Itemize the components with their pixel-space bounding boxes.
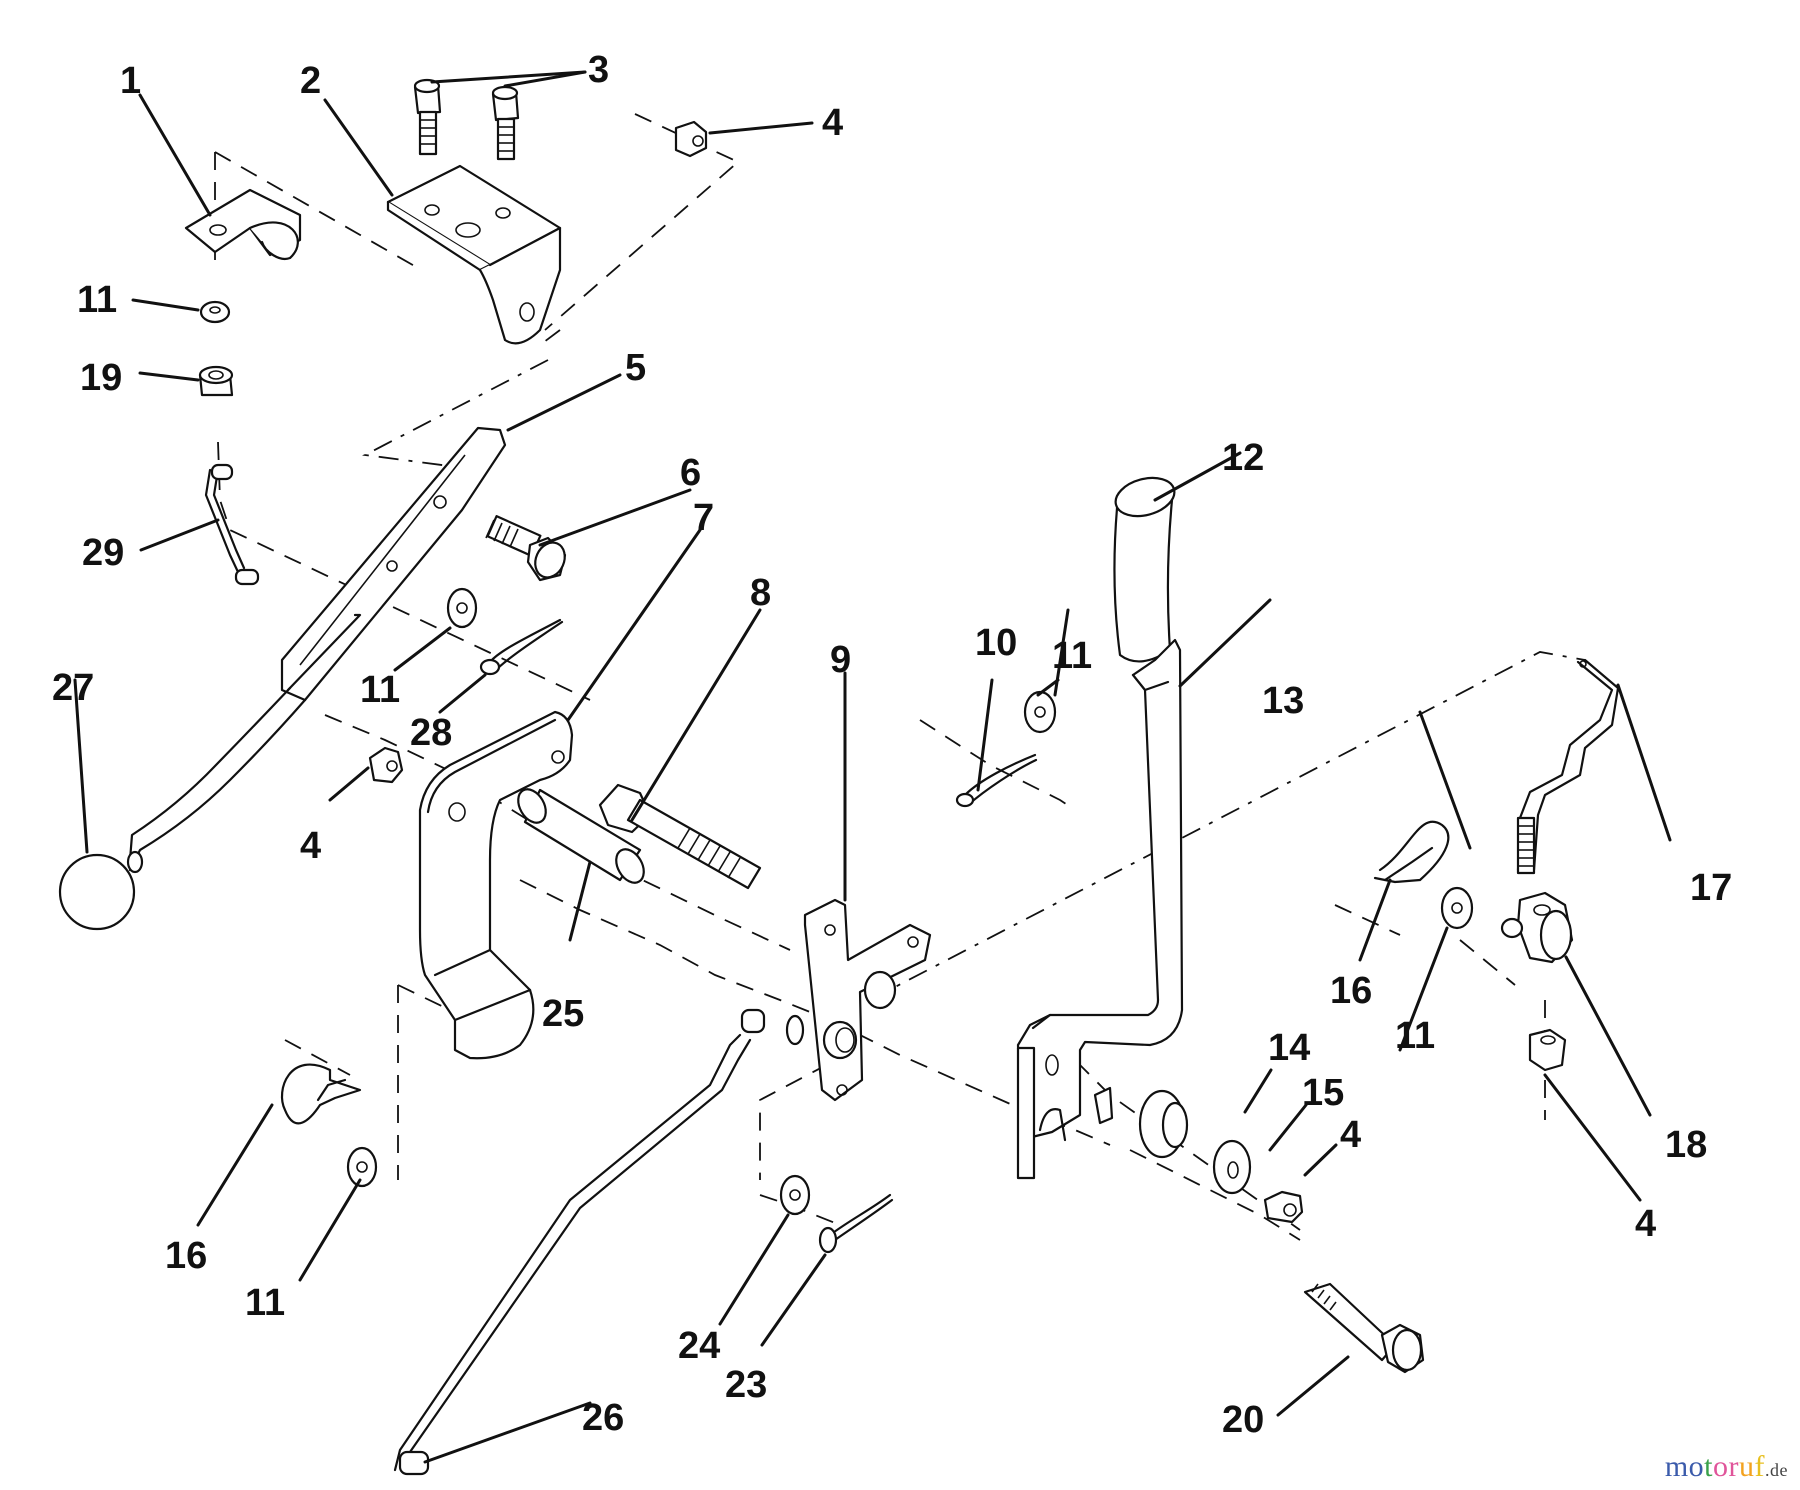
- callout-16-right: 16: [1330, 970, 1372, 1012]
- callout-24: 24: [678, 1325, 720, 1367]
- callout-2: 2: [300, 60, 321, 102]
- part-17-adjustment-rod[interactable]: [1516, 658, 1620, 875]
- watermark-letter: u: [1739, 1450, 1755, 1483]
- part-7-lift-plate[interactable]: [418, 710, 574, 1060]
- callout-11-lower-left: 11: [245, 1282, 285, 1324]
- part-25-spacer-tube[interactable]: [513, 784, 650, 887]
- callout-4-top: 4: [822, 102, 843, 144]
- callout-4-right: 4: [1340, 1114, 1361, 1156]
- watermark-suffix: .de: [1765, 1460, 1788, 1480]
- callout-1: 1: [120, 60, 141, 102]
- callout-12: 12: [1222, 437, 1264, 479]
- callout-9: 9: [830, 639, 851, 681]
- part-11-washer-right[interactable]: [1440, 886, 1474, 930]
- part-15-washer[interactable]: [1212, 1139, 1252, 1195]
- watermark-letter: r: [1728, 1450, 1739, 1483]
- part-26-link-rod[interactable]: [393, 1008, 766, 1476]
- part-27-ball[interactable]: [58, 853, 136, 931]
- leader-lines: [73, 70, 1672, 1464]
- part-11-washer-top-left[interactable]: [199, 300, 231, 324]
- callout-17: 17: [1690, 867, 1732, 909]
- part-29-link-pin[interactable]: [204, 463, 260, 586]
- part-3-hex-bolt-left[interactable]: [413, 78, 442, 156]
- watermark-letter: t: [1704, 1450, 1713, 1483]
- part-11-washer-mid[interactable]: [446, 587, 478, 629]
- part-14-bushing[interactable]: [1138, 1089, 1189, 1159]
- part-16-hairpin-clip-right[interactable]: [1373, 820, 1450, 884]
- callout-4-left: 4: [300, 825, 321, 867]
- callout-5: 5: [625, 347, 646, 389]
- part-1-clip-bracket[interactable]: [184, 188, 302, 260]
- callout-10: 10: [975, 622, 1017, 664]
- callout-6: 6: [680, 452, 701, 494]
- part-18-trunnion[interactable]: [1500, 891, 1574, 964]
- assembly-axis-lines: [214, 113, 1586, 1241]
- callout-11-upper-right: 11: [1052, 635, 1092, 677]
- part-5-lift-link-bar[interactable]: [126, 426, 507, 874]
- callout-7: 7: [693, 497, 714, 539]
- part-8-long-bolt[interactable]: [598, 783, 762, 890]
- part-24-washer[interactable]: [779, 1174, 811, 1216]
- part-4-hex-nut-lower-right[interactable]: [1528, 1028, 1567, 1072]
- part-16-hairpin-clip-left[interactable]: [280, 1063, 362, 1125]
- watermark-letter: f: [1754, 1450, 1765, 1483]
- watermark-letter: o: [1713, 1450, 1729, 1483]
- callout-16-left: 16: [165, 1235, 207, 1277]
- callout-29: 29: [82, 532, 124, 574]
- callout-4-lower-right: 4: [1635, 1203, 1656, 1245]
- watermark-letter: m: [1664, 1450, 1689, 1483]
- part-4-hex-nut-right[interactable]: [1263, 1190, 1304, 1224]
- part-9-pivot-plate[interactable]: [785, 898, 932, 1102]
- motoruf-watermark: motoruf.de: [1665, 1450, 1788, 1484]
- callout-26: 26: [582, 1397, 624, 1439]
- part-20-hex-bolt[interactable]: [1303, 1282, 1425, 1374]
- callout-19: 19: [80, 357, 122, 399]
- watermark-wordmark: motoruf: [1665, 1450, 1765, 1483]
- part-11-washer-lower-left[interactable]: [346, 1146, 378, 1188]
- callout-25: 25: [542, 993, 584, 1035]
- part-12-grip-handle[interactable]: [1111, 472, 1178, 663]
- part-23-cotter-pin[interactable]: [818, 1193, 894, 1254]
- callout-18: 18: [1665, 1124, 1707, 1166]
- callout-20: 20: [1222, 1399, 1264, 1441]
- part-10-cotter-pin[interactable]: [955, 753, 1038, 808]
- part-2-angle-bracket[interactable]: [386, 164, 562, 345]
- part-28-cotter-pin[interactable]: [479, 618, 564, 676]
- callout-14: 14: [1268, 1027, 1310, 1069]
- part-19-lock-nut[interactable]: [198, 365, 234, 397]
- callout-11-right: 11: [1395, 1015, 1435, 1057]
- callout-8: 8: [750, 572, 771, 614]
- callout-11-top: 11: [77, 279, 117, 321]
- part-4-hex-nut-top[interactable]: [674, 120, 708, 158]
- callout-27: 27: [52, 667, 94, 709]
- part-4-hex-nut-left[interactable]: [368, 746, 404, 784]
- callout-labels: 1 2 3 4 11 19 5 6 7 29 8 12 9 10 11 13 2…: [52, 49, 1732, 1441]
- part-13-lift-lever[interactable]: [1016, 638, 1184, 1180]
- callout-15: 15: [1302, 1072, 1344, 1114]
- watermark-letter: o: [1688, 1450, 1705, 1483]
- part-6-shoulder-bolt[interactable]: [485, 515, 570, 582]
- callout-13: 13: [1262, 680, 1304, 722]
- callout-3: 3: [588, 49, 609, 91]
- part-3-hex-bolt-right[interactable]: [491, 85, 520, 161]
- callout-28: 28: [410, 712, 452, 754]
- callout-11-mid: 11: [360, 669, 400, 711]
- callout-23: 23: [725, 1364, 767, 1406]
- part-11-washer-right-upper[interactable]: [1023, 690, 1057, 734]
